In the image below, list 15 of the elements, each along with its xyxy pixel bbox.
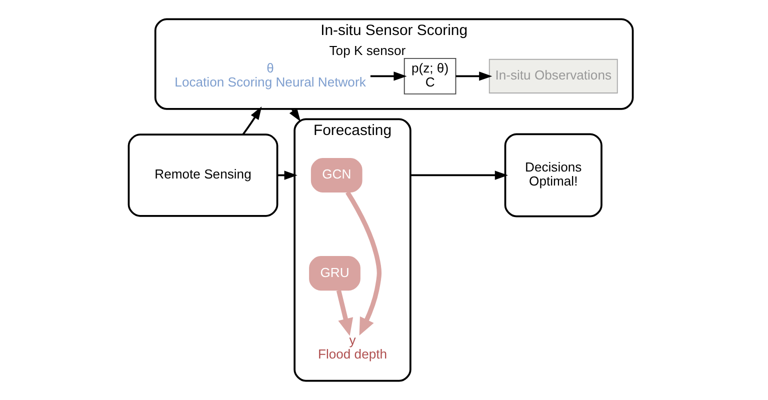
arrow: [345, 191, 382, 336]
arrow: [242, 106, 262, 136]
arrow: [410, 170, 508, 180]
node-box: Remote Sensing: [127, 134, 278, 217]
node-label: Top K sensor: [328, 42, 406, 58]
node-text: y Flood depth: [317, 332, 387, 362]
node-text: θ Location Scoring Neural Network: [174, 60, 366, 90]
node-box: GRU: [308, 256, 360, 291]
node-box: In-situ Observations: [488, 58, 618, 94]
arrow: [370, 72, 406, 81]
node-box: p(z; θ) C: [403, 58, 456, 94]
node-box: Decisions Optimal!: [504, 133, 602, 218]
arrow: [455, 72, 492, 81]
arrow: [336, 290, 353, 336]
node-box: GCN: [310, 158, 362, 193]
